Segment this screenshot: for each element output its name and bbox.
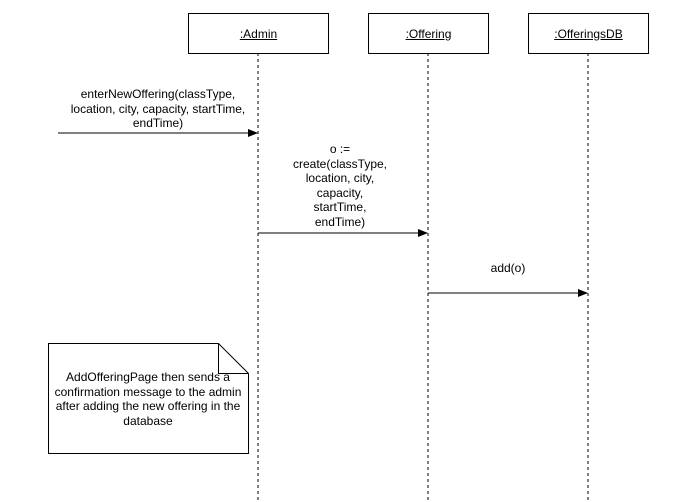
note-shape <box>48 343 249 454</box>
admin-lifeline-label: :Admin <box>239 26 278 41</box>
create-message-label: o := create(classType, location, city, c… <box>292 142 388 229</box>
offering-lifeline-box[interactable]: :Offering <box>368 13 489 54</box>
offering-lifeline-label: :Offering <box>405 26 452 41</box>
note-text: AddOfferingPage then sends a confirmatio… <box>54 370 242 428</box>
offeringsdb-lifeline-box[interactable]: :OfferingsDB <box>528 13 649 54</box>
admin-lifeline-box[interactable]: :Admin <box>188 13 329 54</box>
offeringsdb-lifeline-label: :OfferingsDB <box>554 26 623 41</box>
add-message-label: add(o) <box>490 261 526 275</box>
enter-new-offering-label: enterNewOffering(classType, location, ci… <box>70 87 246 130</box>
note-fold <box>218 343 249 374</box>
